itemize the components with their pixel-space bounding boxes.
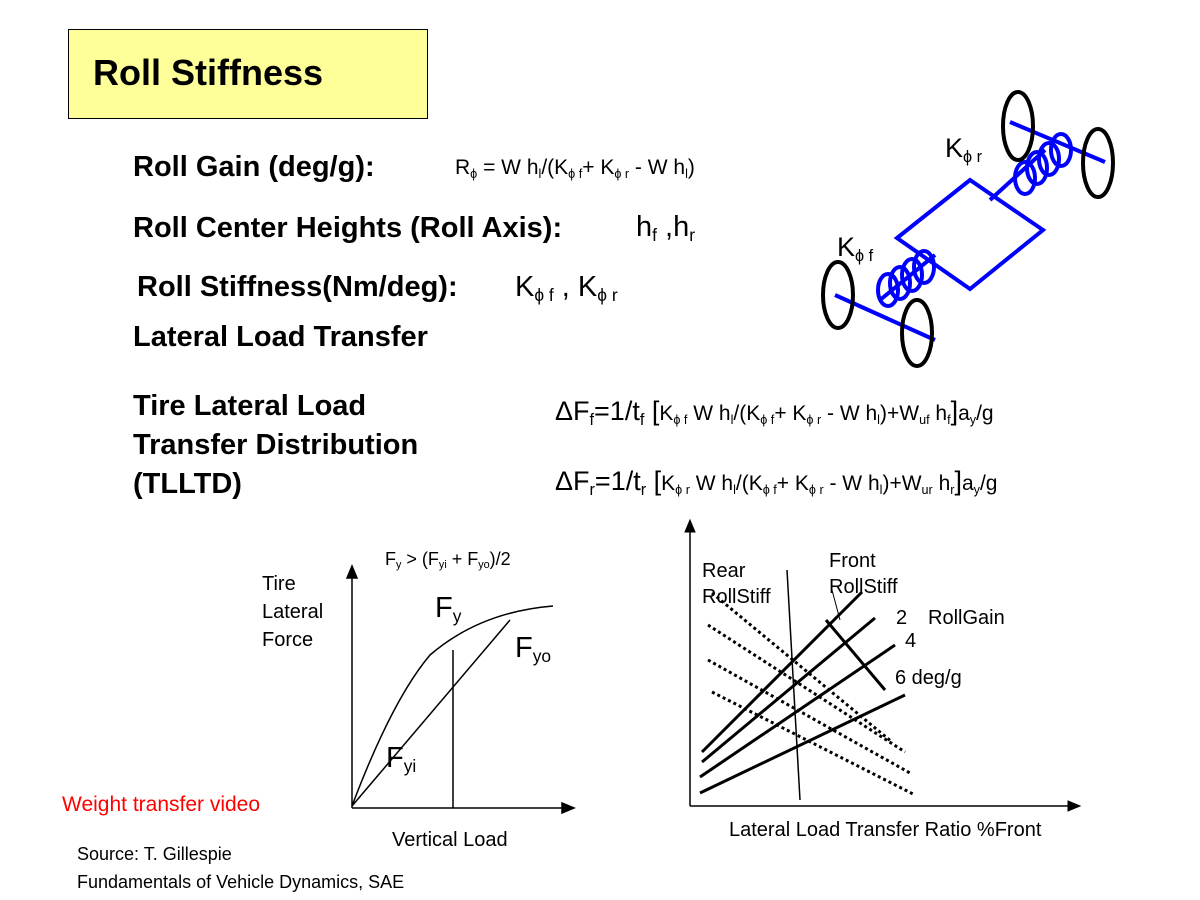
roll-gain-chart-label: RollGain xyxy=(928,607,1005,629)
tlltd-line1: Tire Lateral Load xyxy=(133,390,367,422)
fyo-label: Fyo xyxy=(515,632,552,667)
chord-line xyxy=(351,619,511,807)
solid-line-3 xyxy=(699,643,896,779)
source-line-2: Fundamentals of Vehicle Dynamics, SAE xyxy=(77,872,405,892)
gain-6-label: 6 deg/g xyxy=(895,667,962,689)
rear-rollstiff-label: Rear RollStiff xyxy=(702,560,771,608)
rear-rollstiff-line xyxy=(786,569,801,801)
solid-line-4 xyxy=(699,693,906,795)
tlltd-line2: Transfer Distribution xyxy=(133,429,419,461)
slide-title: Roll Stiffness xyxy=(93,52,324,93)
tlltd-chart-xlabel: Lateral Load Transfer Ratio %Front xyxy=(729,819,1042,841)
rear-axle xyxy=(1009,120,1106,164)
delta-fr-formula: ΔFr=1/tr [Kϕ r W hl/(Kϕ f+ Kϕ r - W hl)+… xyxy=(555,466,998,499)
dotted-lines xyxy=(707,591,916,797)
front-rollstiff-label: Front RollStiff xyxy=(829,550,898,598)
x-axis-arrow xyxy=(1067,800,1082,812)
fy-label: Fy xyxy=(435,592,462,627)
fyi-label: Fyi xyxy=(386,742,417,777)
rear-right-wheel xyxy=(1081,127,1115,199)
front-spring xyxy=(876,249,936,308)
solid-line-1 xyxy=(700,590,864,754)
tire-chart-condition: Fy > (Fyi + Fyo)/2 xyxy=(385,549,511,572)
tire-chart-ylabel: Tire Lateral Force xyxy=(262,573,324,651)
roll-gain-formula: Rϕ = W hl/(Kϕ f+ Kϕ r - W hl) xyxy=(455,156,695,181)
roll-center-formula: hf ,hr xyxy=(636,211,696,246)
chassis-frame xyxy=(893,177,1047,292)
gain-4-label: 4 xyxy=(905,630,917,652)
roll-stiffness-label: Roll Stiffness(Nm/deg): xyxy=(137,271,458,303)
source-line-1: Source: T. Gillespie xyxy=(77,844,232,864)
roll-gain-marker xyxy=(824,619,887,691)
roll-stiffness-formula: Kϕ f , Kϕ r xyxy=(515,271,618,306)
solid-line-2 xyxy=(701,616,876,764)
front-left-wheel xyxy=(821,260,855,330)
y-axis-arrow xyxy=(684,518,696,533)
delta-ff-formula: ΔFf=1/tf [Kϕ f W hl/(Kϕ f+ Kϕ r - W hl)+… xyxy=(555,396,994,429)
front-link xyxy=(878,253,937,302)
rear-spring xyxy=(1013,132,1073,196)
tire-chart-xlabel: Vertical Load xyxy=(392,829,508,851)
x-axis-arrow xyxy=(561,801,576,815)
gain-2-label: 2 xyxy=(896,607,908,629)
title-box xyxy=(68,29,428,119)
rear-stiffness-label: Kϕ r xyxy=(945,133,982,166)
rear-link xyxy=(988,148,1047,202)
y-axis-arrow xyxy=(345,564,359,579)
rear-left-wheel xyxy=(1001,90,1035,162)
roll-center-label: Roll Center Heights (Roll Axis): xyxy=(133,212,563,244)
front-right-wheel xyxy=(900,298,934,368)
front-axle xyxy=(834,293,936,342)
roll-gain-label: Roll Gain (deg/g): xyxy=(133,151,375,183)
tlltd-line3: (TLLTD) xyxy=(133,468,242,500)
lateral-load-transfer-heading: Lateral Load Transfer xyxy=(133,321,428,353)
weight-transfer-video-link[interactable]: Weight transfer video xyxy=(62,793,261,816)
front-stiffness-label: Kϕ f xyxy=(837,232,874,265)
